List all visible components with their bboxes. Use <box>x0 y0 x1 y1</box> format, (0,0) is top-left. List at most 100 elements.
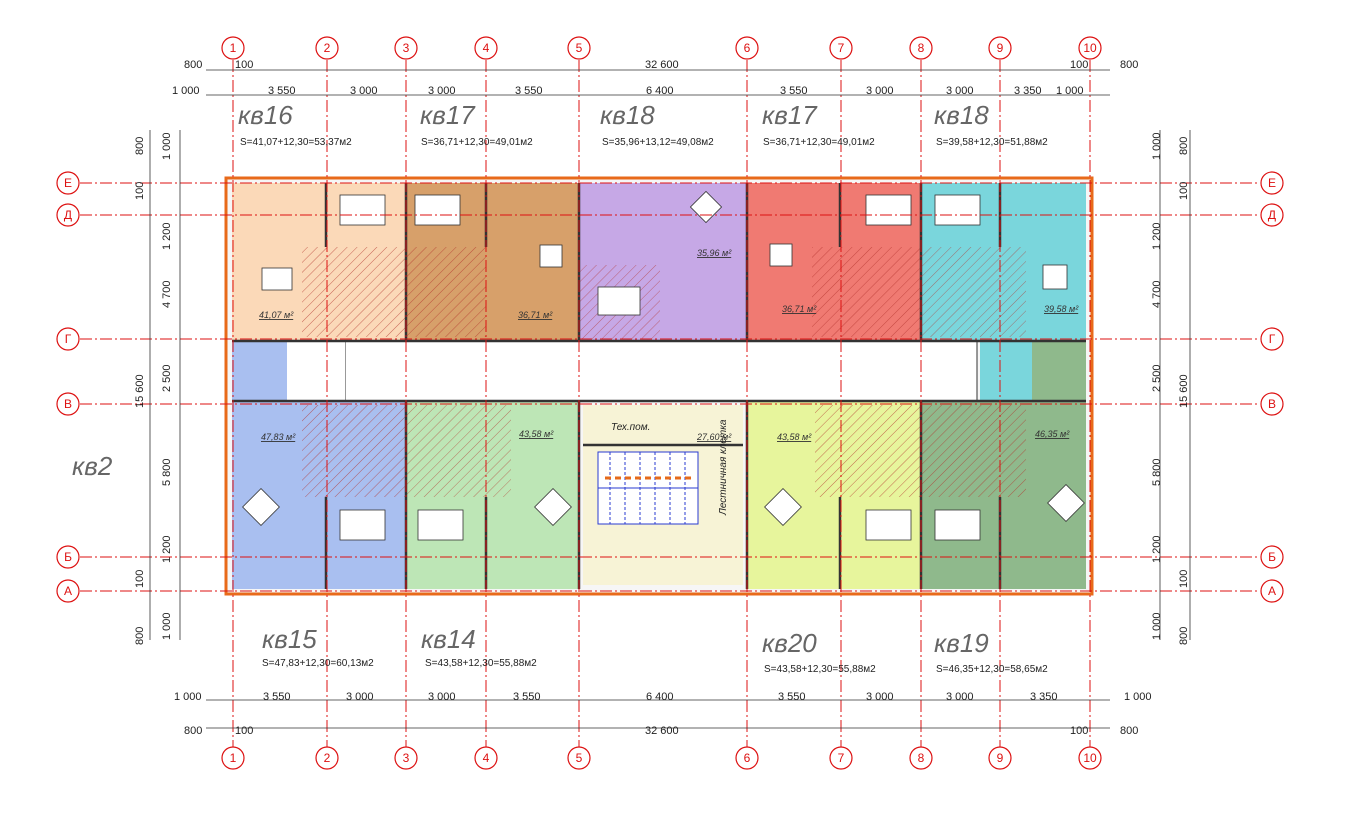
apt-label-top-3: кв17 <box>762 100 818 130</box>
dim-right-0: 1 000 <box>1151 132 1163 160</box>
axis-column-marker <box>735 746 759 770</box>
axis-column-label: 7 <box>838 41 845 55</box>
apt-label-top-1: кв17 <box>420 100 476 130</box>
axis-row-marker <box>1260 392 1284 416</box>
corridor <box>344 340 978 402</box>
dim-bottom-inner-10: 1 000 <box>1124 691 1152 703</box>
dim-left-3: 1 200 <box>161 222 173 250</box>
stair-area: 27,60 м² <box>696 432 732 442</box>
axis-column-label: 6 <box>744 751 751 765</box>
apt-label-top-2: кв18 <box>600 100 655 130</box>
side-apartment-label: кв2 <box>72 451 113 481</box>
dim-top-inner-4: 3 550 <box>515 85 543 97</box>
apt-area-bottom-2: S=43,58+12,30=55,88м2 <box>764 664 876 675</box>
room-area-apt15: 47,83 м² <box>261 432 296 442</box>
axis-column-label: 9 <box>997 751 1004 765</box>
dim-left-10: 800 <box>134 627 146 645</box>
apt-area-top-3: S=36,71+12,30=49,01м2 <box>763 137 875 148</box>
dim-left-4: 4 700 <box>161 280 173 308</box>
dim-left-1: 1 000 <box>161 132 173 160</box>
axis-row-label: В <box>64 397 72 411</box>
dim-bottom-inner-3: 3 000 <box>428 691 456 703</box>
axis-row-marker <box>56 327 80 351</box>
axis-column-marker <box>394 36 418 60</box>
axis-column-marker <box>567 36 591 60</box>
dim-top-inner-6: 3 550 <box>780 85 808 97</box>
axis-row-marker <box>1260 579 1284 603</box>
axis-row-label: А <box>64 584 72 598</box>
furniture <box>242 190 1085 541</box>
apt-area-top-0: S=41,07+12,30=53,37м2 <box>240 137 352 148</box>
axis-column-label: 7 <box>838 751 845 765</box>
apartment-labels-top: кв16 S=41,07+12,30=53,37м2 кв17 S=36,71+… <box>238 100 1048 148</box>
axis-column-marker <box>567 746 591 770</box>
dim-left-0: 800 <box>134 137 146 155</box>
axis-column-marker <box>829 746 853 770</box>
dim-right-8: 100 <box>1178 570 1190 588</box>
apt-label-bottom-3: кв19 <box>934 628 989 658</box>
dim-right-10: 800 <box>1178 627 1190 645</box>
axis-row-label: Г <box>65 332 72 346</box>
axis-row-marker <box>1260 203 1284 227</box>
dim-left-6: 5 800 <box>161 458 173 486</box>
dim-top-inner-2: 3 000 <box>350 85 378 97</box>
room-area-apt19: 46,35 м² <box>1035 429 1070 439</box>
apt-area-bottom-3: S=46,35+12,30=58,65м2 <box>936 664 1048 675</box>
axis-column-label: 1 <box>230 41 237 55</box>
dim-right-2: 100 <box>1178 182 1190 200</box>
axis-column-marker <box>909 36 933 60</box>
axis-column-marker <box>988 746 1012 770</box>
axis-row-label: Д <box>1268 208 1276 222</box>
dim-top-inner-10: 1 000 <box>1056 85 1084 97</box>
apt-label-top-0: кв16 <box>238 100 293 130</box>
axis-column-label: 1 <box>230 751 237 765</box>
axis-column-label: 5 <box>576 751 583 765</box>
dim-top-inner-3: 3 000 <box>428 85 456 97</box>
dim-bottom-inner-5: 6 400 <box>646 691 674 703</box>
dim-bottom-outer-2: 32 600 <box>645 725 679 737</box>
room-area-apt16: 41,07 м² <box>259 310 294 320</box>
apartment-labels-bottom: кв15 S=47,83+12,30=60,13м2 кв14 S=43,58+… <box>262 624 1048 675</box>
axis-row-marker <box>56 545 80 569</box>
dim-top-inner-0: 1 000 <box>172 85 200 97</box>
dim-right-6: 5 800 <box>1151 458 1163 486</box>
dim-top-inner-8: 3 000 <box>946 85 974 97</box>
dim-right-3: 1 200 <box>1151 222 1163 250</box>
room-area-apt18a: 35,96 м² <box>697 248 732 258</box>
axis-row-marker <box>1260 327 1284 351</box>
dim-bottom-outer-0: 800 <box>184 725 202 737</box>
dim-left-8: 100 <box>134 570 146 588</box>
axis-column-label: 8 <box>918 751 925 765</box>
axis-column-marker <box>474 746 498 770</box>
apt-area-top-4: S=39,58+12,30=51,88м2 <box>936 137 1048 148</box>
axis-column-marker <box>394 746 418 770</box>
axis-column-marker <box>829 36 853 60</box>
dim-top-outer-4: 800 <box>1120 59 1138 71</box>
dim-right-4: 4 700 <box>1151 280 1163 308</box>
axis-row-label: В <box>1268 397 1276 411</box>
apt-label-bottom-2: кв20 <box>762 628 817 658</box>
axis-column-label: 10 <box>1083 41 1097 55</box>
axis-column-marker <box>988 36 1012 60</box>
apt-label-bottom-1: кв14 <box>421 624 476 654</box>
apt-label-bottom-0: кв15 <box>262 624 317 654</box>
axis-column-label: 2 <box>324 41 331 55</box>
dim-left-total: 15 600 <box>134 374 146 408</box>
dim-bottom-inner-6: 3 550 <box>778 691 806 703</box>
dim-right-1: 800 <box>1178 137 1190 155</box>
axis-column-label: 8 <box>918 41 925 55</box>
axis-column-marker <box>315 746 339 770</box>
dim-bottom-inner-4: 3 550 <box>513 691 541 703</box>
axis-row-label: А <box>1268 584 1276 598</box>
room-area-apt14: 43,58 м² <box>519 429 554 439</box>
dim-bottom-inner-0: 1 000 <box>174 691 202 703</box>
axis-column-marker <box>909 746 933 770</box>
axis-row-marker <box>56 171 80 195</box>
axis-column-label: 10 <box>1083 751 1097 765</box>
axis-column-marker <box>1078 36 1102 60</box>
axis-column-marker <box>474 36 498 60</box>
axis-row-label: Г <box>1269 332 1276 346</box>
dim-top-outer-3: 100 <box>1070 59 1088 71</box>
